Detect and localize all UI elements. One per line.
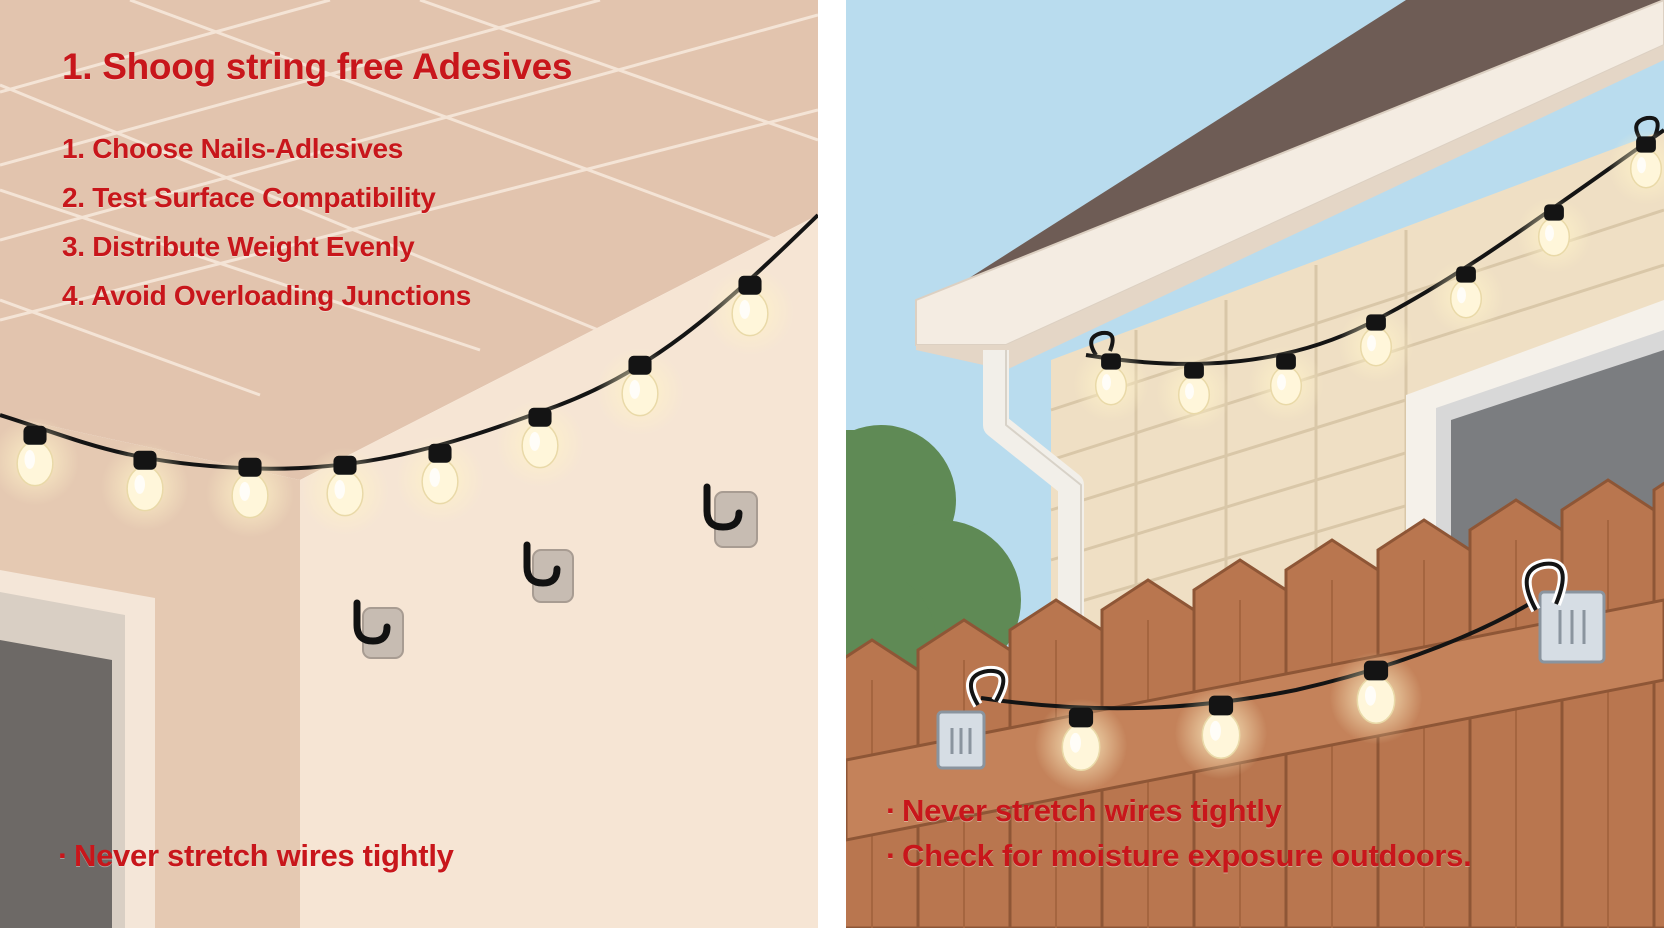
indoor-scene [0,0,818,928]
light-bulb-icon [1073,346,1149,422]
light-bulb-icon [1338,307,1414,383]
light-bulb-icon [1329,651,1423,745]
light-bulb-icon [1034,698,1128,792]
bulb-group [0,267,795,538]
light-bulb-icon [1174,686,1268,780]
light-bulb-icon [495,399,585,488]
light-bulb-icon [0,417,80,506]
mounting-plate-icon [936,710,986,770]
adhesive-hook-icon [353,599,404,659]
indoor-panel: 1. Shoog string free Adesives 1. Choose … [0,0,818,928]
bulb-group [1034,651,1423,792]
window [0,570,155,928]
fence-picket [1652,481,1664,928]
ceiling [0,0,818,480]
light-bulb-icon [100,442,190,531]
bulb-group [1073,129,1664,431]
light-bulb-icon [1156,355,1232,431]
outdoor-scene [846,0,1664,928]
light-bulb-icon [300,447,390,536]
adhesive-hook-icon [523,541,574,603]
outdoor-panel: ·Never stretch wires tightly ·Check for … [846,0,1664,928]
wire-loop [1089,330,1115,357]
mounting-plate-icon [1538,590,1606,664]
light-bulb-icon [705,267,795,356]
light-bulb-icon [1516,197,1592,273]
light-bulb-icon [1248,346,1324,422]
light-bulb-icon [395,435,485,524]
adhesive-hook-icon [703,483,758,548]
light-bulb-icon [205,449,295,538]
light-bulb-icon [1428,259,1504,335]
light-bulb-icon [595,347,685,436]
light-bulb-icon [1608,129,1664,205]
